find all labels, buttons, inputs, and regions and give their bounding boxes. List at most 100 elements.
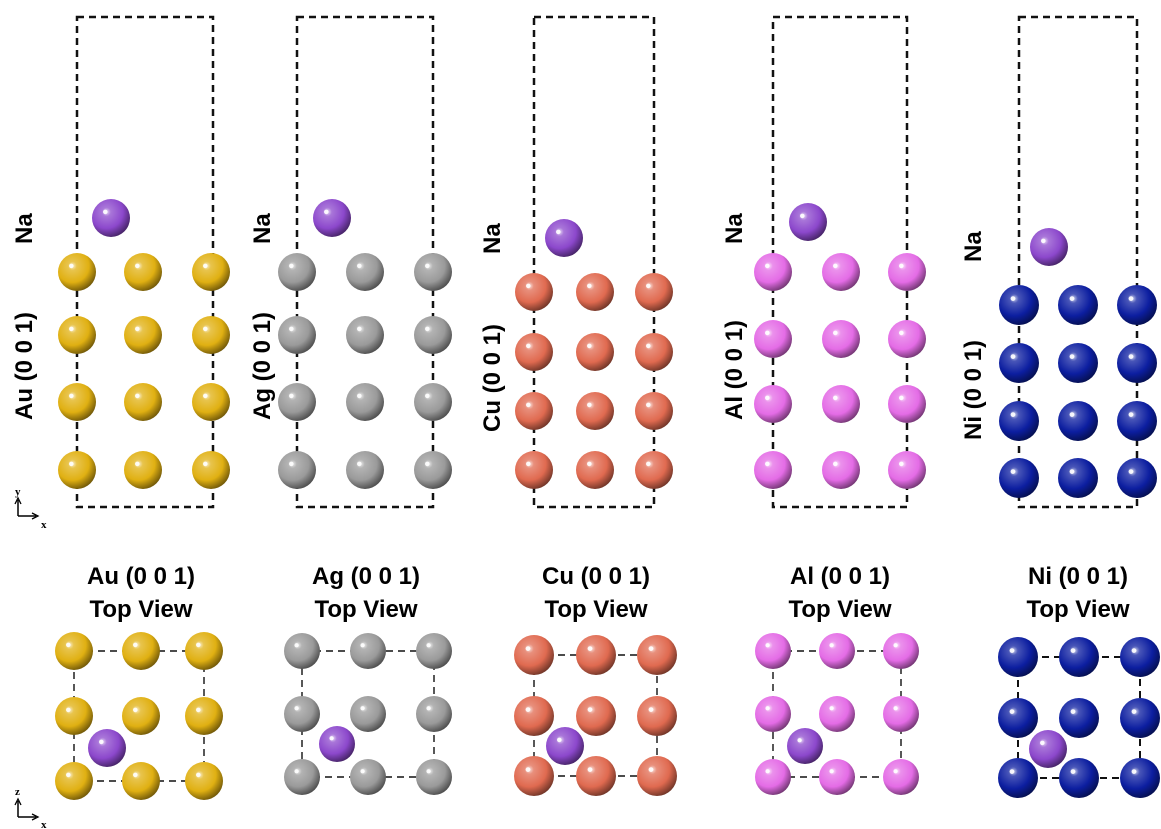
na-label-ni: Na bbox=[960, 231, 987, 262]
ag-atom-highlight bbox=[425, 263, 430, 269]
ni-atom-highlight bbox=[1070, 648, 1076, 653]
al-atom-highlight bbox=[829, 769, 834, 774]
na-atom-al-top bbox=[787, 728, 823, 764]
ni-atom bbox=[1120, 637, 1160, 677]
ni-atom-highlight bbox=[1069, 296, 1075, 301]
cu-atom-highlight bbox=[526, 343, 531, 349]
ag-atom-highlight bbox=[289, 263, 294, 269]
top-title-al: Al (0 0 1) bbox=[790, 563, 890, 590]
cu-atom bbox=[576, 756, 616, 796]
au-atom bbox=[185, 632, 223, 670]
au-atom bbox=[192, 383, 230, 421]
top-view-cu: Cu (0 0 1) Top View bbox=[514, 563, 677, 796]
ag-atom bbox=[346, 451, 384, 489]
au-atom bbox=[124, 253, 162, 291]
au-atom bbox=[122, 762, 160, 800]
au-atom bbox=[122, 697, 160, 735]
ni-atom-highlight bbox=[1128, 469, 1134, 474]
al-atom-highlight bbox=[899, 330, 904, 336]
cu-atom-highlight bbox=[587, 283, 592, 289]
ni-atom-highlight bbox=[1128, 354, 1134, 359]
top-subtitle-ag: Top View bbox=[314, 596, 417, 623]
atom-group-au-side bbox=[58, 253, 230, 489]
ni-atom-highlight bbox=[1070, 709, 1076, 714]
au-atom bbox=[58, 451, 96, 489]
au-atom-highlight bbox=[135, 393, 140, 399]
al-atom-highlight bbox=[893, 643, 898, 648]
ni-atom-highlight bbox=[1131, 648, 1137, 653]
al-atom bbox=[888, 451, 926, 489]
unit-cell-ni-side bbox=[1017, 15, 1139, 509]
na-label-al: Na bbox=[721, 213, 748, 244]
au-atom bbox=[185, 762, 223, 800]
au-atom-highlight bbox=[135, 461, 140, 467]
top-title-ni: Ni (0 0 1) bbox=[1028, 563, 1128, 590]
ag-atom-highlight bbox=[360, 769, 365, 774]
na-atom-ni-side bbox=[1030, 228, 1068, 266]
ag-atom-highlight bbox=[357, 326, 362, 332]
cu-atom bbox=[514, 696, 554, 736]
al-atom-highlight bbox=[833, 263, 838, 269]
ni-atom bbox=[998, 758, 1038, 798]
ni-atom-highlight bbox=[1010, 296, 1016, 301]
top-subtitle-al: Top View bbox=[788, 596, 891, 623]
top-view-ag: Ag (0 0 1) Top View bbox=[284, 563, 452, 795]
atom-group-al-side bbox=[754, 253, 926, 489]
au-atom-highlight bbox=[203, 461, 208, 467]
al-atom-highlight bbox=[893, 706, 898, 711]
ag-atom bbox=[346, 316, 384, 354]
ag-atom bbox=[350, 759, 386, 795]
al-atom-highlight bbox=[893, 769, 898, 774]
side-view-ni: Na Ni (0 0 1) bbox=[960, 15, 1157, 509]
na-atom bbox=[92, 199, 130, 237]
al-atom-highlight bbox=[765, 263, 770, 269]
side-view-au: Na Au (0 0 1) bbox=[11, 15, 230, 509]
ag-atom bbox=[346, 383, 384, 421]
top-subtitle-ni: Top View bbox=[1026, 596, 1129, 623]
top-title-ag: Ag (0 0 1) bbox=[312, 563, 420, 590]
ni-atom bbox=[999, 343, 1039, 383]
ni-atom bbox=[1058, 458, 1098, 498]
cu-atom bbox=[635, 333, 673, 371]
na-atom-highlight bbox=[557, 737, 562, 743]
ni-atom bbox=[1117, 343, 1157, 383]
cu-atom-highlight bbox=[587, 767, 593, 772]
ag-atom-highlight bbox=[426, 769, 431, 774]
al-atom-highlight bbox=[765, 706, 770, 711]
ag-atom bbox=[414, 451, 452, 489]
al-atom bbox=[754, 385, 792, 423]
na-atom-highlight bbox=[797, 738, 802, 743]
ni-atom-highlight bbox=[1069, 469, 1075, 474]
cu-atom-highlight bbox=[646, 402, 651, 408]
ni-atom bbox=[999, 458, 1039, 498]
ni-atom-highlight bbox=[1010, 469, 1016, 474]
top-title-cu: Cu (0 0 1) bbox=[542, 563, 650, 590]
ag-atom bbox=[346, 253, 384, 291]
ni-atom-highlight bbox=[1010, 354, 1016, 359]
au-atom-highlight bbox=[203, 263, 208, 269]
na-atom-highlight bbox=[329, 736, 334, 741]
au-atom-highlight bbox=[66, 707, 71, 713]
ag-atom bbox=[278, 253, 316, 291]
ag-atom bbox=[416, 633, 452, 669]
axis-label-y: y bbox=[15, 486, 21, 498]
al-atom bbox=[883, 696, 919, 732]
ag-atom-highlight bbox=[357, 393, 362, 399]
na-atom-ni-top bbox=[1029, 730, 1067, 768]
au-atom bbox=[58, 316, 96, 354]
ni-atom bbox=[998, 637, 1038, 677]
na-atom bbox=[789, 203, 827, 241]
au-atom-highlight bbox=[69, 263, 74, 269]
atom-group-cu-top bbox=[514, 635, 677, 796]
al-atom bbox=[822, 385, 860, 423]
au-atom bbox=[55, 632, 93, 670]
ni-atom bbox=[998, 698, 1038, 738]
ag-atom-highlight bbox=[294, 706, 299, 711]
na-label-au: Na bbox=[11, 213, 38, 244]
cu-atom bbox=[637, 696, 677, 736]
al-atom-highlight bbox=[829, 643, 834, 648]
ag-atom-highlight bbox=[294, 643, 299, 648]
al-atom-highlight bbox=[899, 461, 904, 467]
ag-atom bbox=[278, 316, 316, 354]
